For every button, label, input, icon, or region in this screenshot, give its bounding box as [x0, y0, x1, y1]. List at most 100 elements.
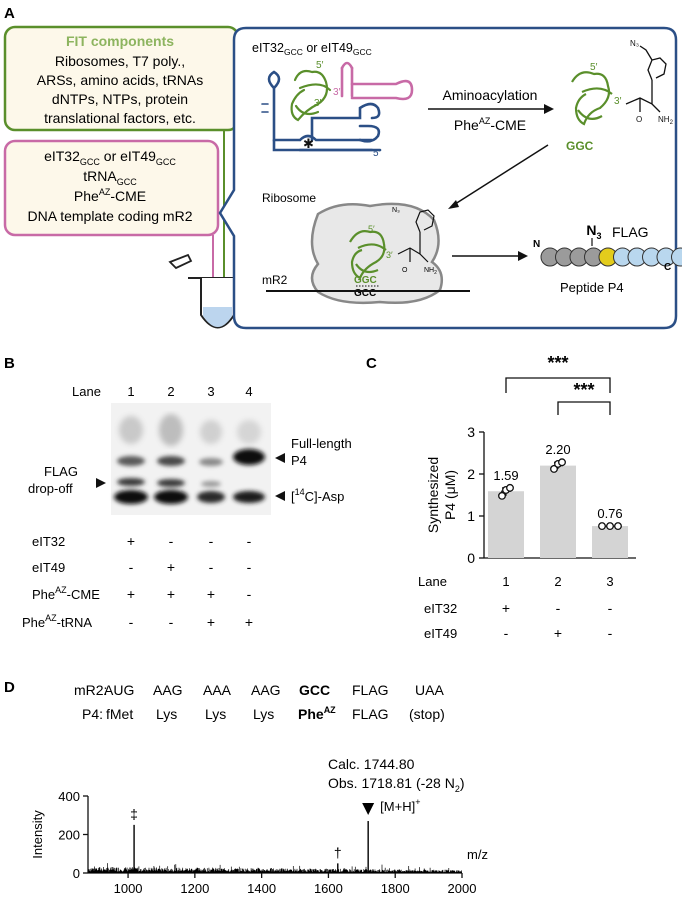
- aminoacyl-trna: 5′ 3′ GGC N₃ O NH2: [566, 39, 674, 153]
- phe-cme-label: PheAZ-CME: [454, 116, 526, 133]
- n-terminus-label: N: [533, 239, 540, 250]
- gel-band-full-length: [233, 449, 265, 465]
- panel-d-letter: D: [4, 679, 15, 696]
- peptide-residue: [671, 247, 682, 267]
- asp-label: [14C]-Asp: [291, 487, 344, 504]
- significance-label: ***: [547, 353, 568, 373]
- condition-mark: +: [207, 614, 215, 630]
- three-prime-label: 3′: [333, 87, 341, 98]
- condition-mark: -: [169, 533, 174, 549]
- condition-mark: -: [608, 600, 613, 616]
- condition-label: eIT32: [424, 601, 457, 616]
- codon: AAA: [203, 682, 232, 698]
- flexizyme-structure: 5′ 3′ 3′ ✱ 5′: [261, 60, 414, 159]
- gel-conditions-table: eIT32 eIT49 PheAZ-CME PheAZ-tRNA + - - -…: [22, 533, 253, 630]
- residue: Lys: [253, 706, 274, 722]
- residue: (stop): [409, 706, 445, 722]
- azide-label: N₃: [630, 39, 639, 48]
- y-tick-label: 3: [467, 424, 475, 440]
- residue-target: PheAZ: [298, 705, 336, 722]
- condition-label: PheAZ-tRNA: [22, 613, 92, 630]
- fit-title: FIT components: [66, 33, 174, 49]
- x-tick-label: 1800: [381, 881, 410, 896]
- codon: AAG: [251, 682, 281, 698]
- spectrum-noise: [88, 863, 462, 873]
- five-prime-label: 5′: [590, 62, 598, 73]
- bar-conditions-table: Lane eIT32 eIT49 + - - - + -: [418, 574, 613, 641]
- condition-mark: +: [502, 600, 510, 616]
- condition-mark: -: [556, 600, 561, 616]
- arrow-to-ribosome: [448, 144, 549, 209]
- peptide-label: Peptide P4: [560, 280, 624, 295]
- residue: Lys: [205, 706, 226, 722]
- gel-lane-label: Lane: [72, 384, 101, 399]
- peak-label: †: [334, 844, 342, 860]
- sequence-table: mR2: AUG AAG AAA AAG GCC FLAG UAA P4: fM…: [74, 682, 445, 722]
- added-line-ribozymes: eIT32GCC or eIT49GCC: [44, 148, 176, 167]
- gel-band-asp: [114, 490, 148, 504]
- flag-label: FLAG: [612, 224, 649, 240]
- condition-mark: +: [127, 586, 135, 602]
- data-label: 1.59: [493, 468, 518, 483]
- x-tick-label: 1200: [180, 881, 209, 896]
- condition-mark: +: [167, 559, 175, 575]
- flag-dropoff-label: drop-off: [28, 481, 73, 496]
- replicate-point: [558, 458, 566, 467]
- codon: AUG: [104, 682, 134, 698]
- fit-components-box: FIT components Ribosomes, T7 poly., ARSs…: [3, 25, 240, 132]
- condition-label: eIT49: [32, 560, 65, 575]
- arrow-to-peptide: [452, 251, 528, 261]
- condition-mark: +: [207, 586, 215, 602]
- fit-line: dNTPs, NTPs, protein: [52, 91, 188, 107]
- condition-mark: -: [169, 614, 174, 630]
- full-length-label: Full-length: [291, 436, 352, 451]
- condition-mark: -: [129, 559, 134, 575]
- three-prime-label: 3′: [314, 98, 322, 109]
- anticodon-label: GGC: [354, 275, 377, 286]
- fit-line: Ribosomes, T7 poly.,: [55, 53, 185, 69]
- fit-line: ARSs, amino acids, tRNAs: [37, 72, 204, 88]
- significance-brackets: [505, 377, 611, 415]
- condition-label: PheAZ-CME: [32, 585, 100, 602]
- replicate-point: [506, 483, 514, 492]
- x-axis-label: m/z: [467, 847, 488, 862]
- added-components-box: eIT32GCC or eIT49GCC tRNAGCC PheAZ-CME D…: [3, 139, 220, 237]
- condition-mark: -: [209, 559, 214, 575]
- c-terminus-label: C: [664, 262, 671, 273]
- replicate-point: [550, 465, 558, 473]
- replicate-point: [614, 522, 622, 531]
- x-tick-label: 1600: [314, 881, 343, 896]
- y-axis-label: Intensity: [30, 810, 45, 859]
- condition-mark: +: [245, 614, 253, 630]
- y-tick-label: 200: [58, 828, 80, 843]
- category-label: 1: [502, 574, 509, 589]
- azide-label: N3: [586, 222, 601, 241]
- condition-label: eIT32: [32, 534, 65, 549]
- peak-label: ‡: [130, 806, 138, 822]
- flag-dropoff-label: FLAG: [44, 464, 78, 479]
- aminoacylation-label: Aminoacylation: [443, 87, 538, 103]
- data-label: 0.76: [597, 506, 622, 521]
- added-line-template: DNA template coding mR2: [28, 208, 193, 224]
- y-axis-label: SynthesizedP4 (μM): [425, 457, 458, 533]
- replicate-point: [498, 491, 506, 500]
- three-prime-label: 3′: [386, 250, 393, 260]
- bar: [592, 526, 628, 558]
- condition-mark: +: [554, 625, 562, 641]
- fit-line: translational factors, etc.: [44, 110, 196, 126]
- p4-row-label: P4:: [82, 706, 103, 722]
- amine-label: NH2: [424, 267, 437, 276]
- obs-mass: Obs. 1718.81 (-28 N2): [328, 775, 465, 794]
- gel-lane-number: 1: [127, 384, 134, 399]
- panel-a-letter: A: [4, 5, 15, 22]
- residue: fMet: [106, 706, 133, 722]
- significance-label: ***: [573, 380, 594, 400]
- condition-mark: -: [247, 586, 252, 602]
- gel-band-full-length: [157, 456, 185, 466]
- gel-band-full-length: [199, 458, 223, 466]
- added-line-phe: PheAZ-CME: [74, 187, 146, 204]
- peak-label: [M+H]+: [380, 797, 420, 814]
- amine-label: NH2: [658, 115, 674, 126]
